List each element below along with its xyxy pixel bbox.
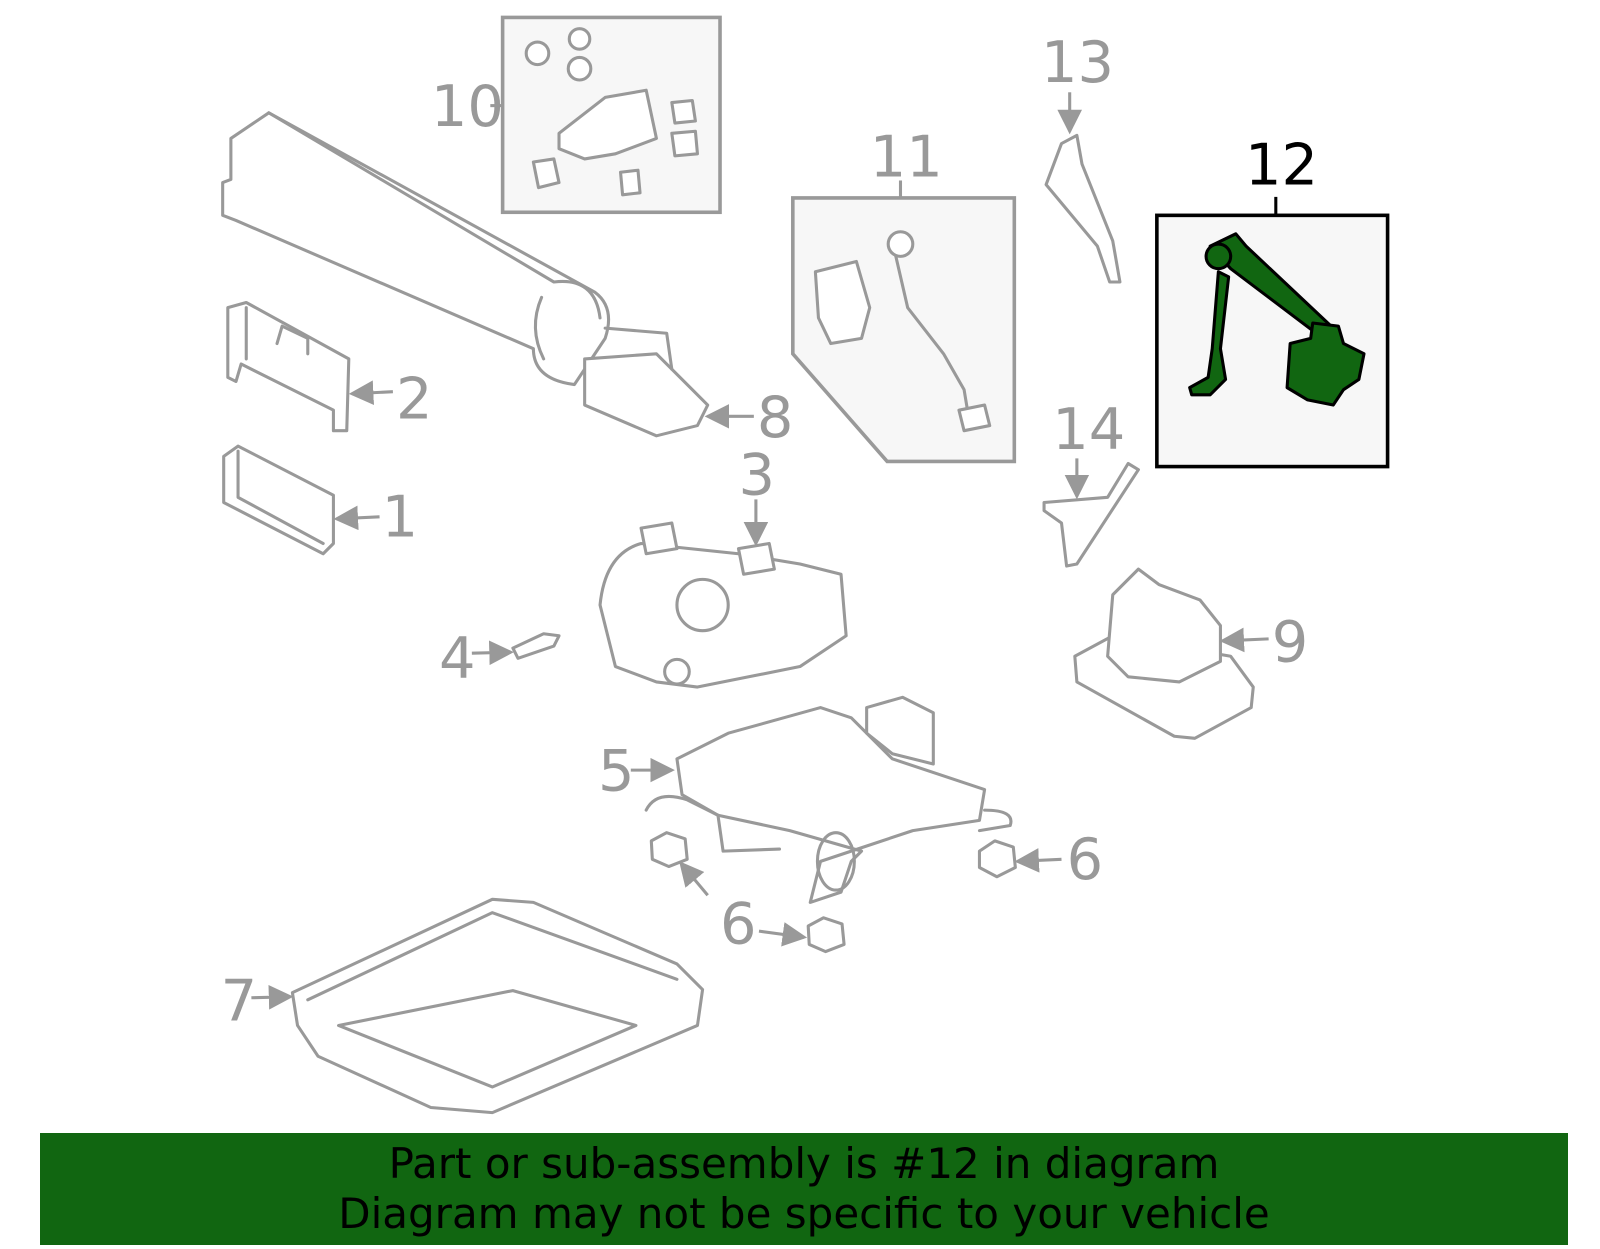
callout-box-12 bbox=[1155, 213, 1390, 469]
callout-7[interactable]: 7 bbox=[221, 967, 258, 1034]
part-10-valve-kit[interactable] bbox=[524, 27, 699, 197]
callout-3[interactable]: 3 bbox=[738, 441, 775, 508]
callout-13[interactable]: 13 bbox=[1041, 29, 1114, 96]
part-9-compressor-mount[interactable] bbox=[1073, 567, 1255, 740]
callout-5[interactable]: 5 bbox=[598, 738, 635, 805]
callout-11[interactable]: 11 bbox=[870, 123, 943, 190]
callout-6[interactable]: 6 bbox=[1067, 826, 1104, 893]
callout-2[interactable]: 2 bbox=[396, 365, 433, 432]
leader-4 bbox=[471, 640, 514, 666]
part-6-bushing[interactable] bbox=[977, 839, 1017, 879]
part-14-bracket[interactable] bbox=[1042, 461, 1140, 568]
callout-12[interactable]: 12 bbox=[1245, 132, 1318, 199]
callout-4[interactable]: 4 bbox=[439, 625, 476, 692]
part-5-mounting-bracket[interactable] bbox=[644, 695, 1013, 904]
callout-14[interactable]: 14 bbox=[1052, 396, 1125, 463]
leader-6 bbox=[758, 922, 808, 947]
callout-9[interactable]: 9 bbox=[1272, 608, 1309, 675]
part-air-reservoir[interactable] bbox=[221, 111, 710, 438]
banner-line-1: Part or sub-assembly is #12 in diagram bbox=[388, 1139, 1220, 1188]
leader-7 bbox=[251, 985, 294, 1010]
part-11-sensor-kit[interactable] bbox=[813, 230, 992, 433]
part-1-cover[interactable] bbox=[222, 444, 335, 556]
leader-1 bbox=[333, 505, 380, 531]
part-3-compressor[interactable] bbox=[598, 521, 848, 689]
part-12-height-sensor[interactable] bbox=[1188, 232, 1366, 407]
banner-line-2: Diagram may not be specific to your vehi… bbox=[338, 1189, 1270, 1238]
part-6-bushing[interactable] bbox=[649, 831, 689, 869]
part-13-bracket[interactable] bbox=[1044, 133, 1122, 284]
leader-6 bbox=[679, 861, 709, 897]
leader-9 bbox=[1219, 627, 1269, 653]
callout-6[interactable]: 6 bbox=[720, 890, 757, 957]
leader-2 bbox=[348, 380, 393, 405]
part-2-bracket[interactable] bbox=[226, 300, 351, 433]
callout-1[interactable]: 1 bbox=[382, 483, 419, 550]
part-7-cover-tray[interactable] bbox=[290, 897, 705, 1115]
part-4-fitting[interactable] bbox=[511, 632, 561, 660]
leader-6 bbox=[1014, 848, 1062, 873]
part-6-bushing[interactable] bbox=[806, 916, 846, 954]
callout-8[interactable]: 8 bbox=[757, 384, 794, 451]
info-banner: Part or sub-assembly is #12 in diagram D… bbox=[40, 1133, 1568, 1245]
